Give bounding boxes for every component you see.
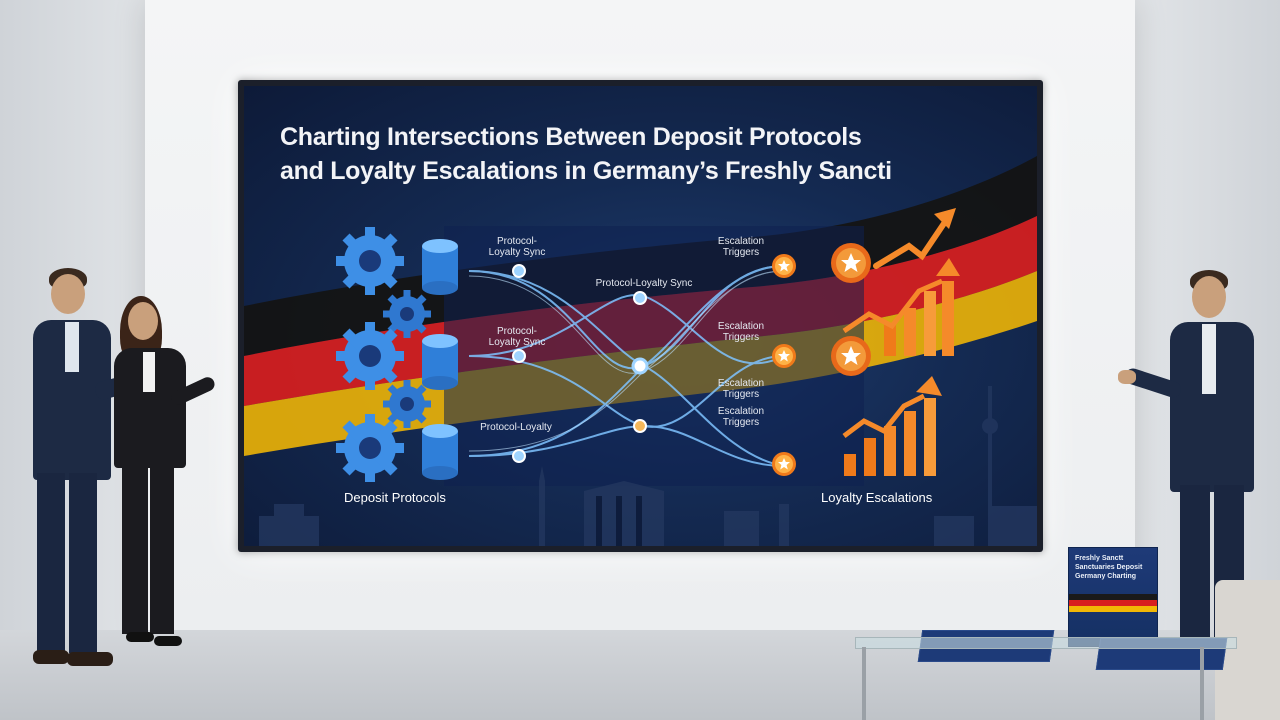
database-icon-1 xyxy=(422,239,458,295)
database-icon-3 xyxy=(422,424,458,480)
brochure-standing: Freshly Sanctt Sanctuaries Deposit Germa… xyxy=(1068,547,1158,647)
star-node-icon xyxy=(772,452,796,476)
node xyxy=(512,349,526,363)
star-node-icon xyxy=(772,344,796,368)
man-presenter-right xyxy=(1118,270,1268,670)
node xyxy=(512,449,526,463)
gear-icon-5 xyxy=(336,414,404,482)
slide: Charting Intersections Between Deposit P… xyxy=(244,86,1037,546)
trigger-label-2: Escalation Triggers xyxy=(717,321,765,343)
brochure-cover-text: Freshly Sanctt Sanctuaries Deposit Germa… xyxy=(1075,555,1143,580)
slide-title-line2: and Loyalty Escalations in Germany’s Fre… xyxy=(280,157,892,185)
bar-chart-icon-1 xyxy=(842,258,960,356)
star-node-icon xyxy=(772,254,796,278)
gear-icon-4 xyxy=(383,380,431,428)
man-presenter-left xyxy=(25,268,139,678)
flow-shade xyxy=(444,226,864,486)
trigger-label-3: Escalation Triggers xyxy=(717,378,765,400)
trend-arrow-head xyxy=(934,208,956,229)
slide-graphic xyxy=(244,156,1037,546)
glass-table xyxy=(855,637,1237,649)
node xyxy=(512,264,526,278)
woman-presenter-left xyxy=(108,296,223,661)
table-leg xyxy=(862,647,866,720)
database-icon-2 xyxy=(422,334,458,390)
trigger-label-4: Escalation Triggers xyxy=(717,406,765,428)
trigger-label-1: Escalation Triggers xyxy=(717,236,765,258)
slide-title-line1: Charting Intersections Between Deposit P… xyxy=(280,123,862,151)
trend-arrow-icon xyxy=(873,213,952,269)
flow-label-1: Protocol-Loyalty Sync xyxy=(488,236,546,258)
gear-icon-1 xyxy=(336,227,404,295)
loyalty-escalations-label: Loyalty Escalations xyxy=(821,490,933,505)
flow-label-3: Protocol-Loyalty Sync xyxy=(488,326,546,348)
node xyxy=(633,291,647,305)
node xyxy=(633,419,647,433)
deposit-protocols-label: Deposit Protocols xyxy=(344,490,446,505)
flow-label-2: Protocol-Loyalty Sync xyxy=(595,278,693,289)
gear-icon-2 xyxy=(383,290,431,338)
flow-nodes xyxy=(512,264,649,463)
slide-title: Charting Intersections Between Deposit P… xyxy=(280,120,1000,188)
sofa xyxy=(1215,580,1280,720)
node xyxy=(631,357,649,375)
presentation-screen: Charting Intersections Between Deposit P… xyxy=(238,80,1043,552)
table-leg xyxy=(1200,647,1204,720)
star-badge-icon xyxy=(831,243,871,283)
bar-chart-icon-2 xyxy=(842,376,942,476)
skyline xyxy=(259,386,1037,546)
gear-icon-3 xyxy=(336,322,404,390)
flow-label-4: Protocol-Loyalty xyxy=(480,422,552,433)
star-badge-icon xyxy=(831,336,871,376)
